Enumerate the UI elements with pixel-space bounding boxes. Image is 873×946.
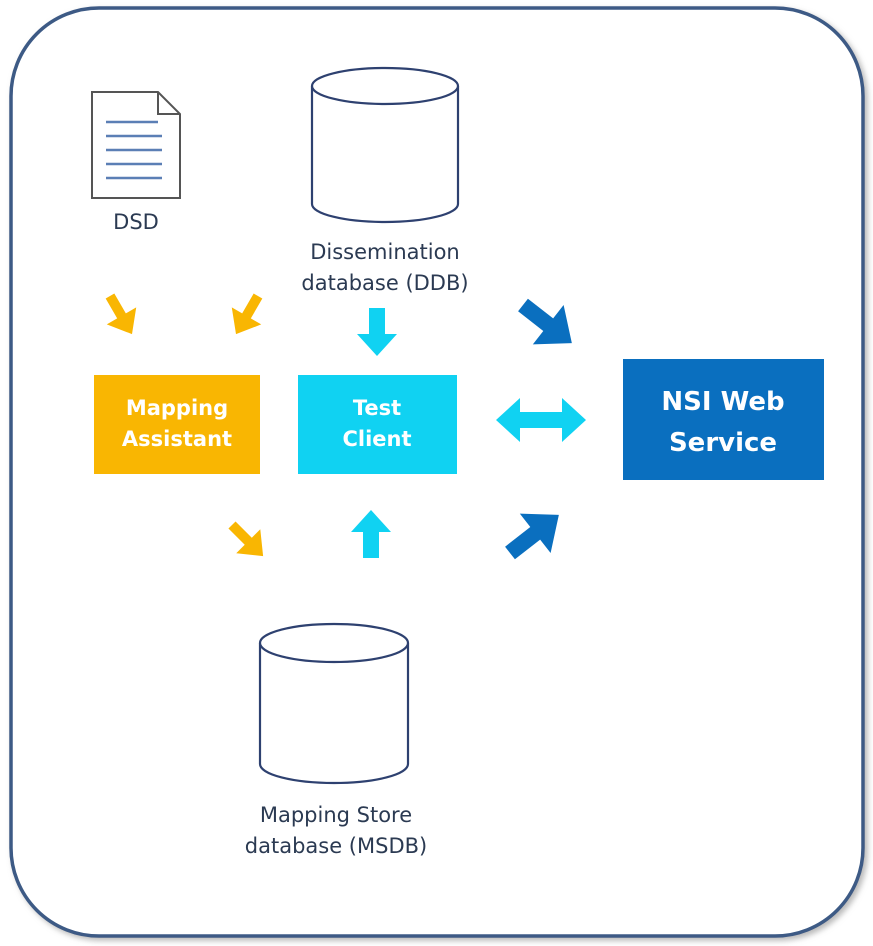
document-icon <box>91 91 181 199</box>
ddb-label-line2: database (DDB) <box>301 271 468 295</box>
test-client-label-line2: Client <box>342 427 411 451</box>
mapping-assistant-label-line1: Mapping <box>126 396 228 420</box>
test-client-box <box>298 375 457 474</box>
arrow-lower-to-nsi-web-service <box>505 513 559 560</box>
arrow-dsd-to-mapping-assistant-1 <box>105 293 137 335</box>
arrow-test-client-nsi-bidirectional <box>496 398 586 442</box>
ddb-label-line1: Dissemination <box>310 240 460 264</box>
database-cylinder-icon <box>258 622 410 785</box>
nsi-web-service-label-line2: Service <box>669 428 777 458</box>
test-client-label-line1: Test <box>353 396 401 420</box>
arrow-msdb-to-test-client <box>351 510 391 558</box>
msdb-label-line1: Mapping Store <box>260 803 412 827</box>
mapping-assistant-box <box>94 375 260 474</box>
nsi-web-service-box <box>623 359 824 480</box>
database-cylinder-icon <box>310 66 460 224</box>
arrow-upper-to-nsi-web-service <box>518 298 572 345</box>
nsi-web-service-label-line1: NSI Web <box>661 387 784 417</box>
msdb-label-line2: database (MSDB) <box>245 834 427 858</box>
mapping-assistant-label-line2: Assistant <box>122 427 232 451</box>
dsd-label: DSD <box>113 210 159 234</box>
arrow-dsd-to-mapping-assistant-2 <box>231 293 263 335</box>
arrow-ddb-to-test-client <box>357 308 397 356</box>
arrow-mapping-assistant-to-msdb <box>228 521 264 557</box>
